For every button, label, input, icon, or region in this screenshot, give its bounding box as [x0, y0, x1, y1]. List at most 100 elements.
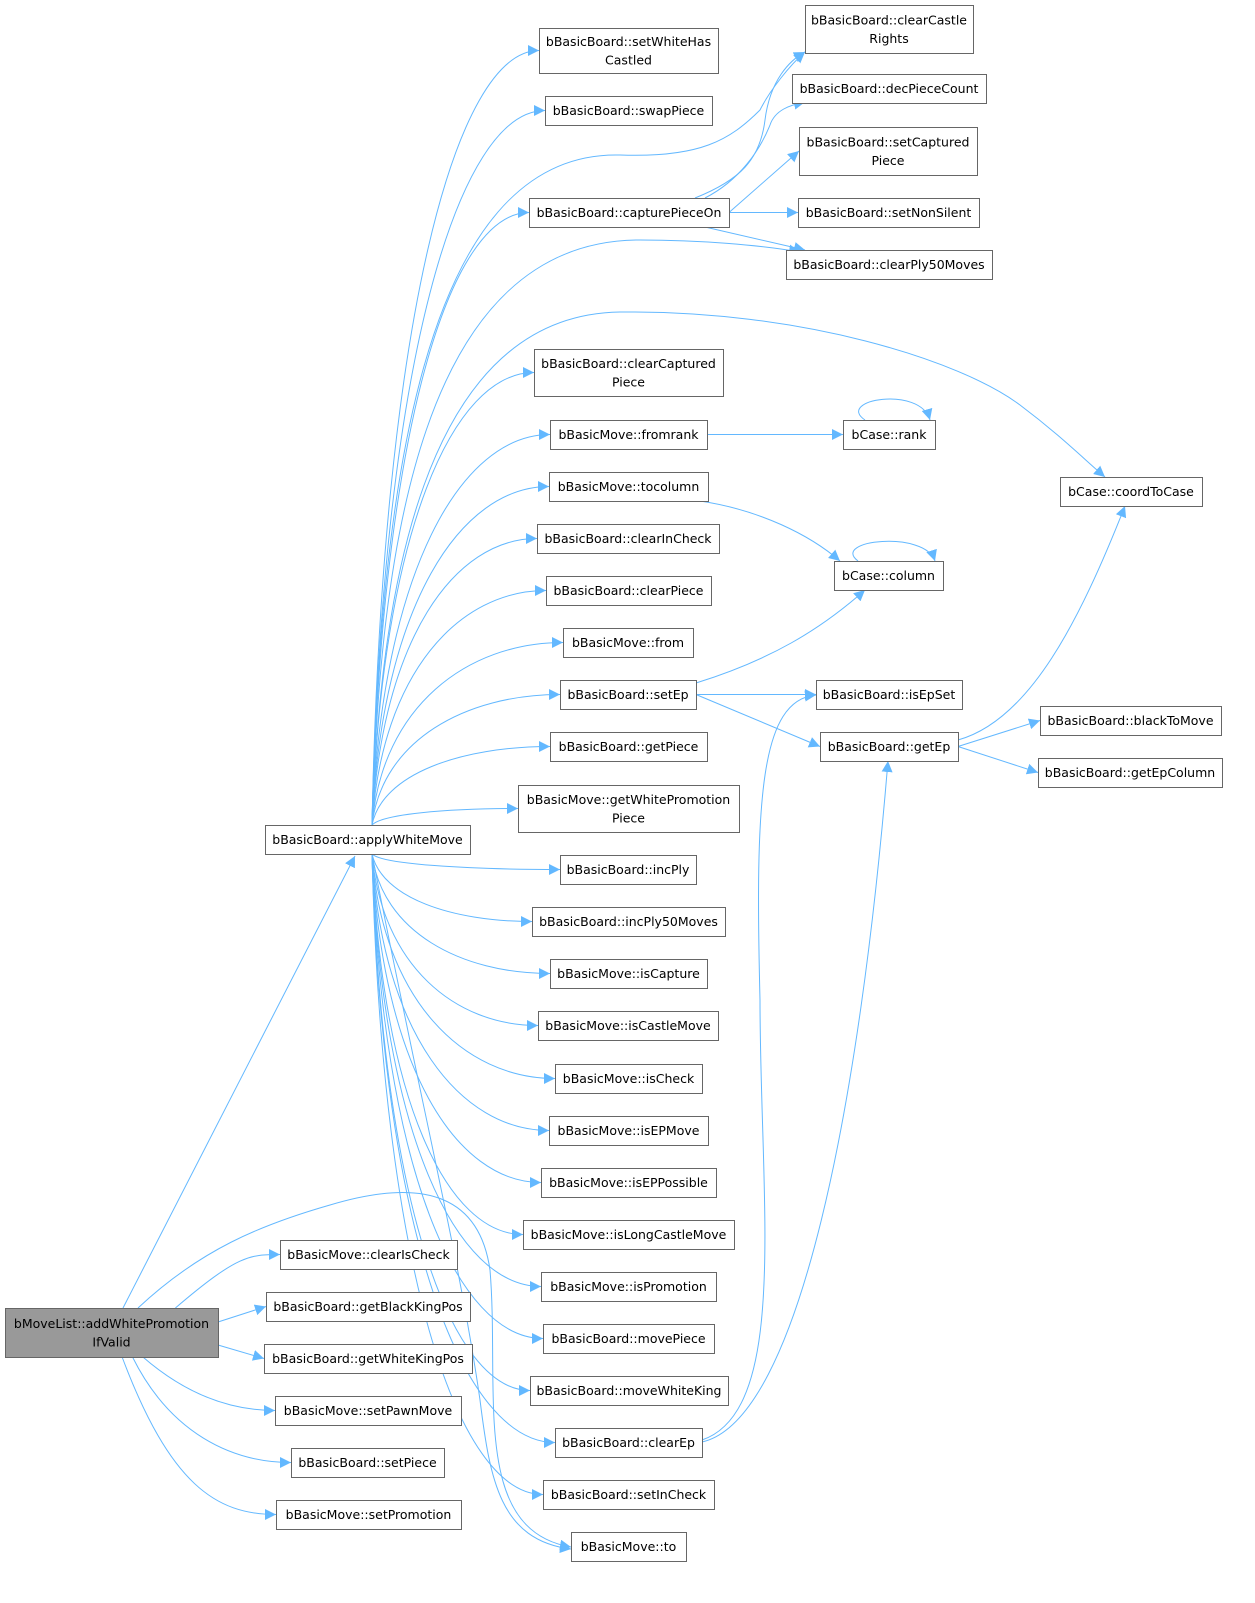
node-capturePieceOn[interactable]: bBasicBoard::capturePieceOn — [529, 198, 730, 228]
node-box — [546, 576, 712, 606]
edge-setEp-to-getEp — [695, 694, 821, 748]
node-box — [555, 1428, 703, 1458]
node-swapPiece[interactable]: bBasicBoard::swapPiece — [545, 96, 713, 126]
node-label: bBasicBoard::setPiece — [298, 1455, 437, 1470]
node-label: bBasicBoard::blackToMove — [1047, 713, 1213, 728]
node-label: bBasicBoard::capturePieceOn — [537, 205, 722, 220]
edge-apply-to-incPly — [371, 853, 561, 875]
node-isCastleMove[interactable]: bBasicMove::isCastleMove — [538, 1011, 719, 1041]
edge-clearEp-to-getEp — [701, 760, 893, 1443]
node-isEpSet[interactable]: bBasicBoard::isEpSet — [816, 680, 963, 710]
edge-apply-to-clearPly50Moves — [371, 239, 801, 826]
node-setEp[interactable]: bBasicBoard::setEp — [560, 680, 697, 710]
node-incPly50Moves[interactable]: bBasicBoard::incPly50Moves — [532, 907, 726, 937]
node-setInCheck[interactable]: bBasicBoard::setInCheck — [543, 1480, 715, 1510]
node-setNonSilent[interactable]: bBasicBoard::setNonSilent — [798, 198, 980, 228]
edge-root-to-getBlackKingPos — [217, 1304, 267, 1323]
edge-capturePieceOn-to-decPieceCount — [704, 98, 806, 199]
node-label: bBasicBoard::swapPiece — [553, 103, 705, 118]
node-label: bCase::column — [842, 568, 935, 583]
node-box — [541, 1168, 717, 1198]
node-label: bBasicBoard::setEp — [567, 687, 688, 702]
node-clearInCheck[interactable]: bBasicBoard::clearInCheck — [537, 524, 720, 554]
node-label: bBasicBoard::getWhiteKingPos — [272, 1351, 464, 1366]
node-fromrank[interactable]: bBasicMove::fromrank — [550, 420, 708, 450]
node-decPieceCount[interactable]: bBasicBoard::decPieceCount — [792, 74, 987, 104]
node-box — [1060, 477, 1203, 507]
node-setPiece[interactable]: bBasicBoard::setPiece — [291, 1448, 445, 1478]
node-label: bBasicBoard::clearEp — [562, 1435, 695, 1450]
node-isEPMove[interactable]: bBasicMove::isEPMove — [549, 1116, 709, 1146]
node-movePiece[interactable]: bBasicBoard::movePiece — [543, 1324, 715, 1354]
node-coordToCase[interactable]: bCase::coordToCase — [1060, 477, 1203, 507]
node-getPiece[interactable]: bBasicBoard::getPiece — [550, 732, 708, 762]
node-label: bBasicMove::isEPMove — [558, 1123, 700, 1138]
node-label: bBasicMove::setPawnMove — [284, 1403, 453, 1418]
node-tocolumn[interactable]: bBasicMove::tocolumn — [549, 472, 709, 502]
node-box — [549, 472, 709, 502]
node-getEpColumn[interactable]: bBasicBoard::getEpColumn — [1038, 758, 1223, 788]
node-setPawnMove[interactable]: bBasicMove::setPawnMove — [275, 1396, 462, 1426]
node-box — [545, 96, 713, 126]
node-getEp[interactable]: bBasicBoard::getEp — [820, 732, 959, 762]
edge-tocolumn-to-column — [699, 500, 841, 562]
edge-apply-to-tocolumn — [371, 481, 550, 826]
edge-capturePieceOn-to-clearPly50Moves — [704, 226, 806, 253]
node-box — [541, 1272, 717, 1302]
node-box — [523, 1220, 735, 1250]
node-box — [265, 825, 471, 855]
node-box — [529, 198, 730, 228]
node-isCheck[interactable]: bBasicMove::isCheck — [555, 1064, 703, 1094]
edge-root-to-apply — [122, 855, 356, 1309]
node-box — [276, 1500, 462, 1530]
node-box — [291, 1448, 445, 1478]
node-label: bBasicBoard::decPieceCount — [800, 81, 979, 96]
node-label: bCase::coordToCase — [1068, 484, 1194, 499]
node-column[interactable]: bCase::column — [834, 561, 944, 591]
node-label: Piece — [612, 810, 645, 825]
node-isPromotion[interactable]: bBasicMove::isPromotion — [541, 1272, 717, 1302]
node-label: bBasicBoard::setCaptured — [807, 134, 970, 149]
node-clearEp[interactable]: bBasicBoard::clearEp — [555, 1428, 703, 1458]
edge-apply-to-swapPiece — [371, 105, 546, 826]
node-clearIsCheck[interactable]: bBasicMove::clearIsCheck — [280, 1240, 458, 1270]
node-box — [560, 680, 697, 710]
node-label: bBasicBoard::moveWhiteKing — [537, 1383, 722, 1398]
node-label: bBasicMove::isPromotion — [550, 1279, 707, 1294]
node-getWhiteKingPos[interactable]: bBasicBoard::getWhiteKingPos — [264, 1344, 473, 1374]
node-box — [5, 1308, 219, 1358]
node-clearPly50Moves[interactable]: bBasicBoard::clearPly50Moves — [786, 250, 993, 280]
node-isCapture[interactable]: bBasicMove::isCapture — [550, 959, 708, 989]
node-getBlackKingPos[interactable]: bBasicBoard::getBlackKingPos — [266, 1292, 471, 1322]
node-label: bBasicBoard::applyWhiteMove — [272, 832, 463, 847]
node-blackToMove[interactable]: bBasicBoard::blackToMove — [1040, 706, 1222, 736]
node-from[interactable]: bBasicMove::from — [563, 628, 694, 658]
node-apply[interactable]: bBasicBoard::applyWhiteMove — [265, 825, 471, 855]
node-label: bBasicMove::isCheck — [563, 1071, 695, 1086]
edge-capturePieceOn-to-setCapturedPiece — [728, 150, 800, 213]
node-clearPiece[interactable]: bBasicBoard::clearPiece — [546, 576, 712, 606]
node-isEPPossible[interactable]: bBasicMove::isEPPossible — [541, 1168, 717, 1198]
edge-root-to-setPiece — [132, 1356, 292, 1468]
node-box — [555, 1064, 703, 1094]
node-to[interactable]: bBasicMove::to — [571, 1532, 687, 1562]
edge-apply-to-setWhiteHasCastled — [371, 45, 540, 826]
node-rank[interactable]: bCase::rank — [843, 420, 936, 450]
node-box — [560, 855, 697, 885]
node-moveWhiteKing[interactable]: bBasicBoard::moveWhiteKing — [530, 1376, 729, 1406]
node-isLongCastleMove[interactable]: bBasicMove::isLongCastleMove — [523, 1220, 735, 1250]
edge-apply-to-incPly50Moves — [371, 853, 533, 927]
node-setPromotion[interactable]: bBasicMove::setPromotion — [276, 1500, 462, 1530]
node-incPly[interactable]: bBasicBoard::incPly — [560, 855, 697, 885]
node-box — [834, 561, 944, 591]
node-label: bBasicBoard::clearPiece — [553, 583, 703, 598]
edge-apply-to-getWhitePromotionPiece — [371, 803, 519, 826]
node-label: bBasicBoard::getBlackKingPos — [273, 1299, 462, 1314]
node-box — [799, 127, 978, 176]
